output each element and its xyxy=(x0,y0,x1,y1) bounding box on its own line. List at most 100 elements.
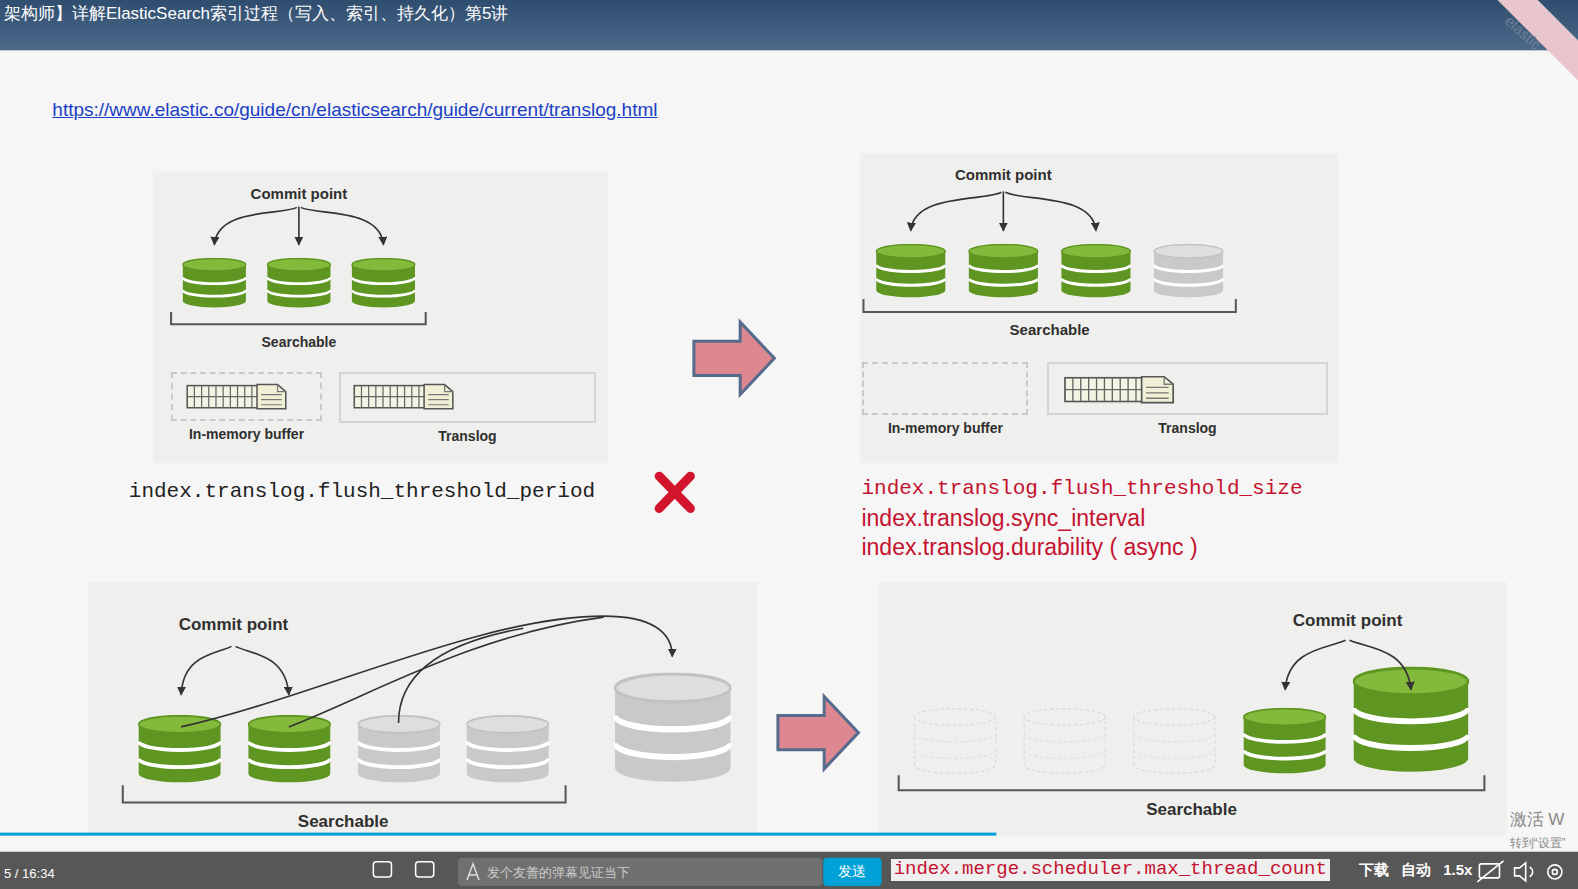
font-icon xyxy=(467,864,479,880)
buffer-label: In-memory buffer xyxy=(888,420,1003,436)
searchable-bracket xyxy=(123,785,566,802)
searchable-label: Searchable xyxy=(298,812,389,832)
os-watermark: 激活 W xyxy=(1510,810,1565,830)
translog-box: Translog xyxy=(339,372,596,422)
label-holder: index.translog.flush_threshold_period xyxy=(129,480,595,504)
commit-arrow xyxy=(1350,640,1411,689)
translog-docs xyxy=(354,385,453,409)
merge-arrow xyxy=(399,628,524,723)
player-control: 下载 xyxy=(1359,861,1389,878)
text-holder: Commit point xyxy=(251,185,348,203)
text-holder: In-memory buffer xyxy=(189,425,304,443)
setting-name: index.merge.scheduler.max_thread_count xyxy=(891,859,1330,881)
segment-merged xyxy=(615,674,730,782)
player-bar xyxy=(0,852,1578,889)
translog-docs xyxy=(1065,377,1173,403)
label-holder: index.translog.durability ( async ) xyxy=(861,534,1197,560)
commit-arrow xyxy=(911,192,1002,230)
player-icons xyxy=(1477,861,1562,882)
text-holder: Commit point xyxy=(179,615,289,635)
commit-arrow xyxy=(1005,192,1096,230)
label-holder: 发个友善的弹幕见证当下 xyxy=(487,863,630,881)
panel-ground xyxy=(88,582,758,836)
label-holder: 激活 W xyxy=(1510,810,1565,830)
segment xyxy=(267,258,330,307)
segment-removed xyxy=(1134,709,1215,774)
text-holder: Searchable xyxy=(1010,321,1090,339)
send-label: 发送 xyxy=(838,863,866,879)
label-holder: 架构师】详解ElasticSearch索引过程（写入、索引、持久化）第5讲 xyxy=(4,4,508,24)
text-holder: Searchable xyxy=(298,812,389,832)
memory-buffer-box: In-memory buffer xyxy=(862,362,1028,414)
segment xyxy=(183,258,246,307)
commit-arrows xyxy=(1285,640,1411,689)
searchable-bracket xyxy=(899,775,1485,790)
label-holder: index.translog.sync_interval xyxy=(861,505,1145,531)
commit-arrow xyxy=(235,646,288,694)
slide-panel: In-memory bufferTranslogCommit pointSear… xyxy=(860,153,1338,463)
label-holder: 1.5x xyxy=(1443,861,1472,879)
memory-buffer-box: In-memory buffer xyxy=(171,372,322,420)
video-title: 架构师】详解ElasticSearch索引过程（写入、索引、持久化）第5讲 xyxy=(4,4,508,24)
commit-point-label: Commit point xyxy=(1293,611,1403,631)
segment xyxy=(1244,709,1326,774)
commit-arrow xyxy=(214,207,297,244)
setting-name: index.translog.flush_threshold_period xyxy=(129,480,595,504)
commit-arrow xyxy=(301,207,384,244)
progress-bar xyxy=(0,833,996,836)
text-holder: Translog xyxy=(1158,419,1216,437)
searchable-bracket xyxy=(863,299,1235,312)
text-holder: Translog xyxy=(438,427,496,445)
send-button xyxy=(823,858,881,886)
merge-arrow xyxy=(289,617,604,727)
label-holder: https://www.elastic.co/guide/cn/elastics… xyxy=(52,99,657,121)
input-placeholder: 发个友善的弹幕见证当下 xyxy=(487,866,630,881)
settings-icon xyxy=(1552,869,1557,874)
searchable-bracket xyxy=(171,312,426,324)
segment-removed xyxy=(914,709,995,774)
setting-name: index.translog.sync_interval xyxy=(861,505,1145,531)
buffer-docs xyxy=(187,385,286,409)
commit-point-label: Commit point xyxy=(251,185,348,202)
segment-merged xyxy=(1354,668,1468,772)
searchable-label: Searchable xyxy=(262,334,337,350)
player-control: 自动 xyxy=(1401,861,1431,878)
label-holder: 下载 xyxy=(1359,861,1389,879)
label-holder: 自动 xyxy=(1401,861,1431,879)
play-time: 5 / 16:34 xyxy=(4,867,55,882)
settings-icon xyxy=(1548,865,1562,879)
label-holder: index.merge.scheduler.max_thread_count xyxy=(891,859,1330,881)
text-holder: In-memory buffer xyxy=(888,419,1003,437)
setting-name: index.translog.durability ( async ) xyxy=(861,534,1197,560)
commit-point-label: Commit point xyxy=(179,615,289,635)
panel-ground xyxy=(153,171,608,463)
slide-panel: Commit pointSearchable xyxy=(88,582,758,836)
text-holder: Searchable xyxy=(262,333,337,351)
block-arrow xyxy=(694,322,775,394)
segment xyxy=(139,716,221,783)
translog-label: Translog xyxy=(1158,420,1216,436)
segment-removed xyxy=(1024,709,1105,774)
searchable-label: Searchable xyxy=(1146,800,1237,820)
segment xyxy=(1061,244,1130,297)
os-watermark: 转到“设置” xyxy=(1510,837,1566,851)
cross-mark xyxy=(659,476,690,508)
segment-new xyxy=(467,716,549,783)
segment xyxy=(248,716,330,783)
segment-new xyxy=(358,716,440,783)
commit-arrow xyxy=(298,206,300,244)
setting-name: index.translog.flush_threshold_size xyxy=(861,477,1302,501)
slide-panel: Commit pointSearchable xyxy=(879,582,1507,836)
label-holder: index.translog.flush_threshold_size xyxy=(861,477,1302,501)
commit-arrow xyxy=(1003,191,1005,230)
label-holder: 发送 xyxy=(838,862,866,880)
slide-panel: In-memory bufferTranslogCommit pointSear… xyxy=(153,171,608,463)
commit-arrows xyxy=(911,191,1096,230)
panel-ground xyxy=(879,582,1507,836)
translog-box: Translog xyxy=(1047,362,1329,414)
commit-arrows xyxy=(181,646,289,694)
segment-new xyxy=(1154,244,1223,297)
danmaku-settings-icon xyxy=(416,862,434,877)
